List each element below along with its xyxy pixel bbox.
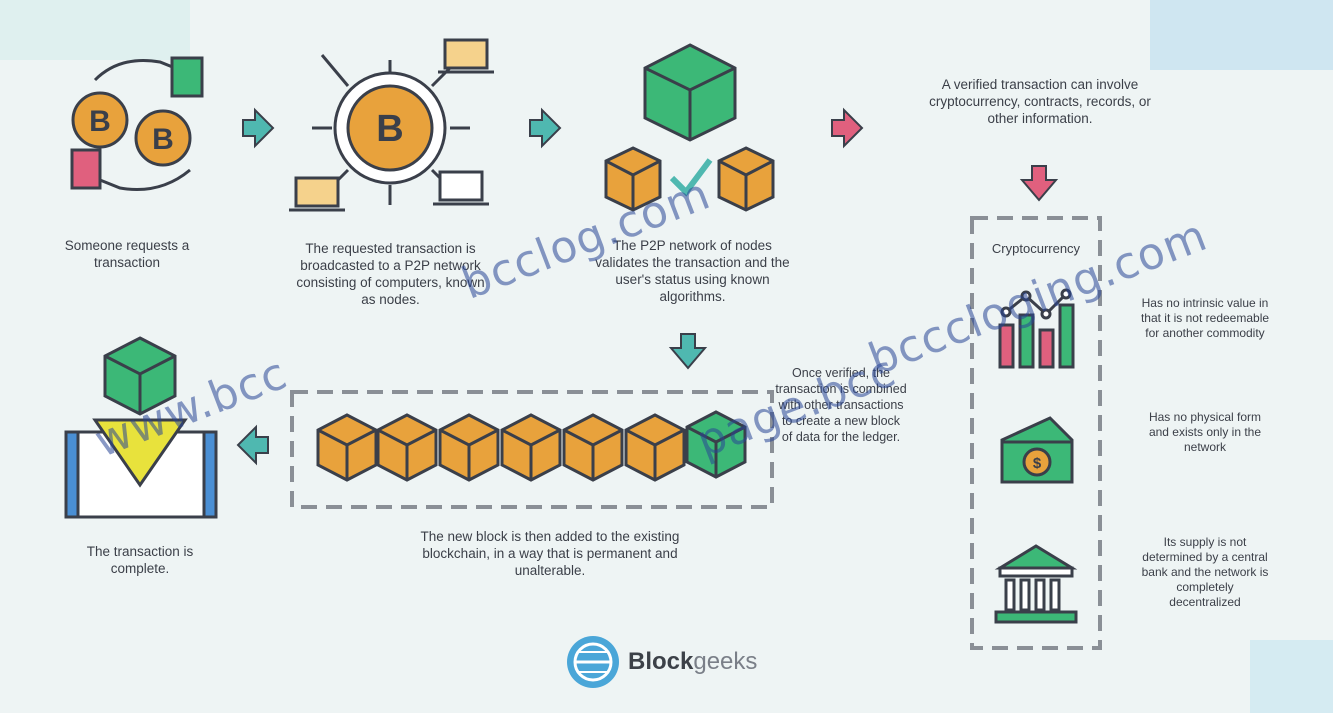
step-validate-text: The P2P network of nodes validates the t… <box>595 238 790 304</box>
svg-text:B: B <box>89 105 111 138</box>
arrow-down-icon <box>668 333 708 370</box>
chain-dashed-box <box>290 390 774 509</box>
tablet-complete-icon <box>64 336 218 519</box>
svg-text:B: B <box>376 108 403 150</box>
corner-highlight <box>0 0 190 60</box>
bank-icon <box>994 544 1078 624</box>
block-cube-icon <box>316 413 378 482</box>
blockgeeks-logo-icon <box>567 636 619 688</box>
arrow-right-icon <box>831 107 864 149</box>
step-added-text: The new block is then added to the exist… <box>420 529 680 578</box>
step-complete-text: The transaction is complete. <box>86 544 194 576</box>
crypto-note: Its supply is not determined by a centra… <box>1141 535 1269 609</box>
svg-text:$: $ <box>1033 455 1042 472</box>
block-cube-icon <box>562 413 624 482</box>
logo-name-bold: Block <box>628 648 694 675</box>
step-verified-text: A verified transaction can involve crypt… <box>929 77 1151 126</box>
crypto-note: Has no physical form and exists only in … <box>1148 410 1262 454</box>
arrow-right-icon <box>529 107 562 149</box>
block-cube-icon <box>438 413 500 482</box>
logo-name-light: geeks <box>693 648 758 675</box>
arrow-down-icon <box>1019 165 1059 202</box>
block-cube-icon <box>500 413 562 482</box>
corner-highlight <box>1250 640 1333 713</box>
svg-text:B: B <box>152 123 174 156</box>
new-block-cube-icon <box>685 410 747 479</box>
arrow-left-icon <box>236 424 269 466</box>
step-combined-text: Once verified, the transaction is combin… <box>775 366 907 444</box>
blockgeeks-logo-text: Blockgeeks <box>628 648 757 676</box>
crypto-dashed-box <box>970 216 1102 650</box>
block-cube-icon <box>376 413 438 482</box>
crypto-note: Has no intrinsic value in that it is not… <box>1140 296 1270 340</box>
step-broadcast-text: The requested transaction is broadcasted… <box>296 241 485 307</box>
bar-chart-icon <box>998 288 1075 369</box>
corner-highlight <box>1150 0 1333 70</box>
step-request-text: Someone requests a transaction <box>64 238 190 270</box>
network-hub-icon: B <box>289 38 494 212</box>
block-chain-icon <box>316 410 747 482</box>
arrow-right-icon <box>242 107 275 149</box>
block-cube-icon <box>624 413 686 482</box>
money-icon: $ <box>1000 416 1074 484</box>
hands-coins-icon: B B <box>70 56 204 192</box>
crypto-title: Cryptocurrency <box>991 241 1081 256</box>
validation-cubes-icon <box>604 43 775 212</box>
